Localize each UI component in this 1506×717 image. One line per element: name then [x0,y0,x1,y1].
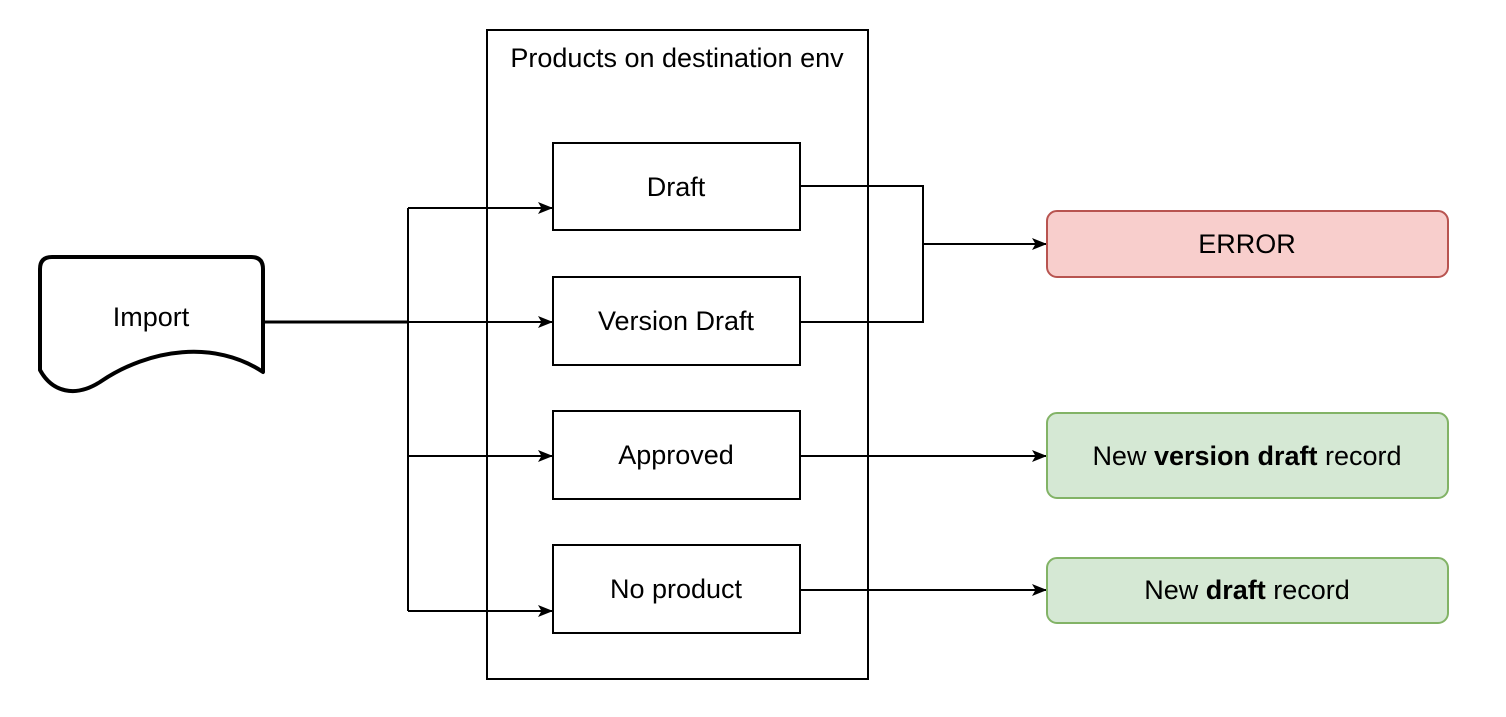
state-label-draft: Draft [647,172,706,202]
outcome-box-error [1046,210,1449,278]
label-suffix: record [1266,575,1350,605]
container-title: Products on destination env [510,43,844,73]
outcome-label-new-version-draft: New version draft record [1092,441,1401,471]
outcome-label-error: ERROR [1198,229,1296,259]
state-node-version-draft: Version Draft [552,276,801,366]
outcome-box-new-draft [1046,557,1449,624]
import-label: Import [113,302,190,332]
state-node-draft: Draft [552,142,801,231]
import-node: Import [38,255,265,393]
import-document-shape [38,255,265,393]
state-node-no-product: No product [552,544,801,634]
outcome-node-new-version-draft: New version draft record [1046,412,1449,499]
state-box-approved [552,410,801,500]
outcome-node-new-draft: New draft record [1046,557,1449,624]
state-node-approved: Approved [552,410,801,500]
outcome-label-new-draft: New draft record [1144,575,1350,605]
label-suffix: record [1318,441,1402,471]
outcome-box-new-version-draft [1046,412,1449,499]
state-box-version-draft [552,276,801,366]
state-box-no-product [552,544,801,634]
label-bold: version draft [1154,441,1318,471]
state-label-no-product: No product [610,574,743,604]
label-prefix: New [1092,441,1154,471]
state-box-draft [552,142,801,231]
label-prefix: New [1144,575,1206,605]
outcome-node-error: ERROR [1046,210,1449,278]
state-label-version-draft: Version Draft [598,306,755,336]
label-bold: draft [1206,575,1266,605]
state-label-approved: Approved [618,440,734,470]
edge-draft-version-draft-merge [800,185,924,323]
